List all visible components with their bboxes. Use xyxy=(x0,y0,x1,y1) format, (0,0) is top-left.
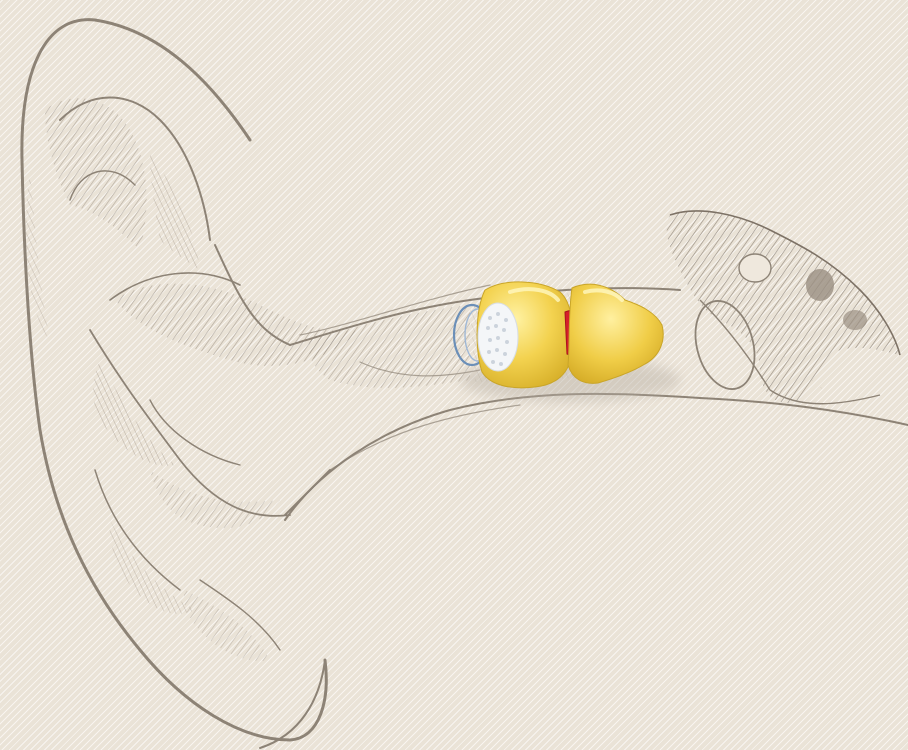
ear-shading xyxy=(26,98,360,661)
middle-ear-icon xyxy=(667,211,900,404)
